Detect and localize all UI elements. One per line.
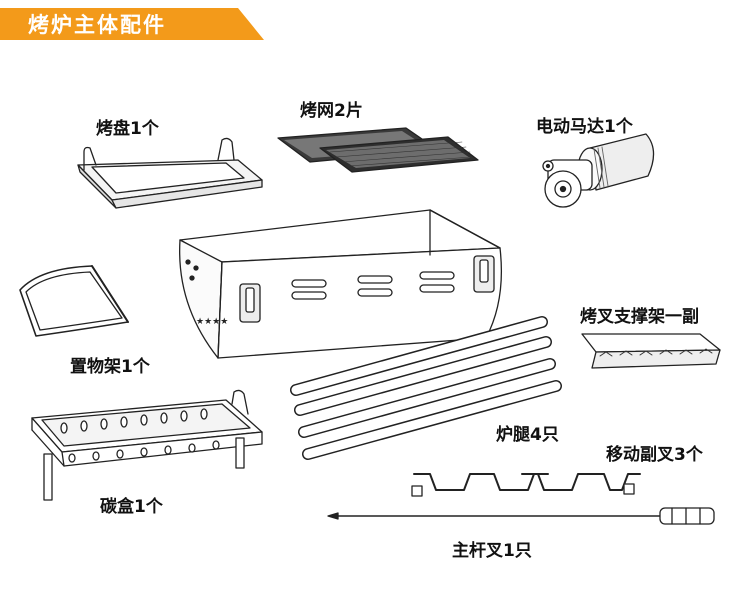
legs-image: [290, 316, 562, 460]
page-title: 烤炉主体配件: [28, 13, 166, 37]
label-grill-pan: 烤盘1个: [96, 119, 159, 139]
label-shelf: 置物架1个: [70, 357, 150, 377]
label-legs: 炉腿4只: [496, 425, 559, 445]
shelf-image: [19, 265, 129, 337]
svg-text:★★★★: ★★★★: [196, 317, 228, 327]
header-banner: 烤炉主体配件: [0, 0, 268, 48]
label-charcoal-box: 碳盒1个: [100, 497, 163, 517]
grill-body-image: ★★★★: [179, 209, 503, 359]
label-grill-net: 烤网2片: [300, 101, 363, 121]
motor-image: [542, 133, 655, 208]
banner-shape: [0, 8, 264, 40]
main-rod-image: [327, 507, 715, 525]
grill-net-image: [277, 127, 479, 173]
label-fork-support: 烤叉支撑架一副: [580, 307, 699, 327]
label-movable-fork: 移动副叉3个: [606, 445, 703, 465]
grill-pan-image: [77, 137, 263, 209]
charcoal-box-image: [31, 389, 263, 501]
label-main-rod: 主杆叉1只: [452, 541, 532, 561]
label-motor: 电动马达1个: [536, 117, 633, 137]
fork-support-image: [581, 333, 721, 369]
movable-forks-image: [411, 473, 641, 497]
